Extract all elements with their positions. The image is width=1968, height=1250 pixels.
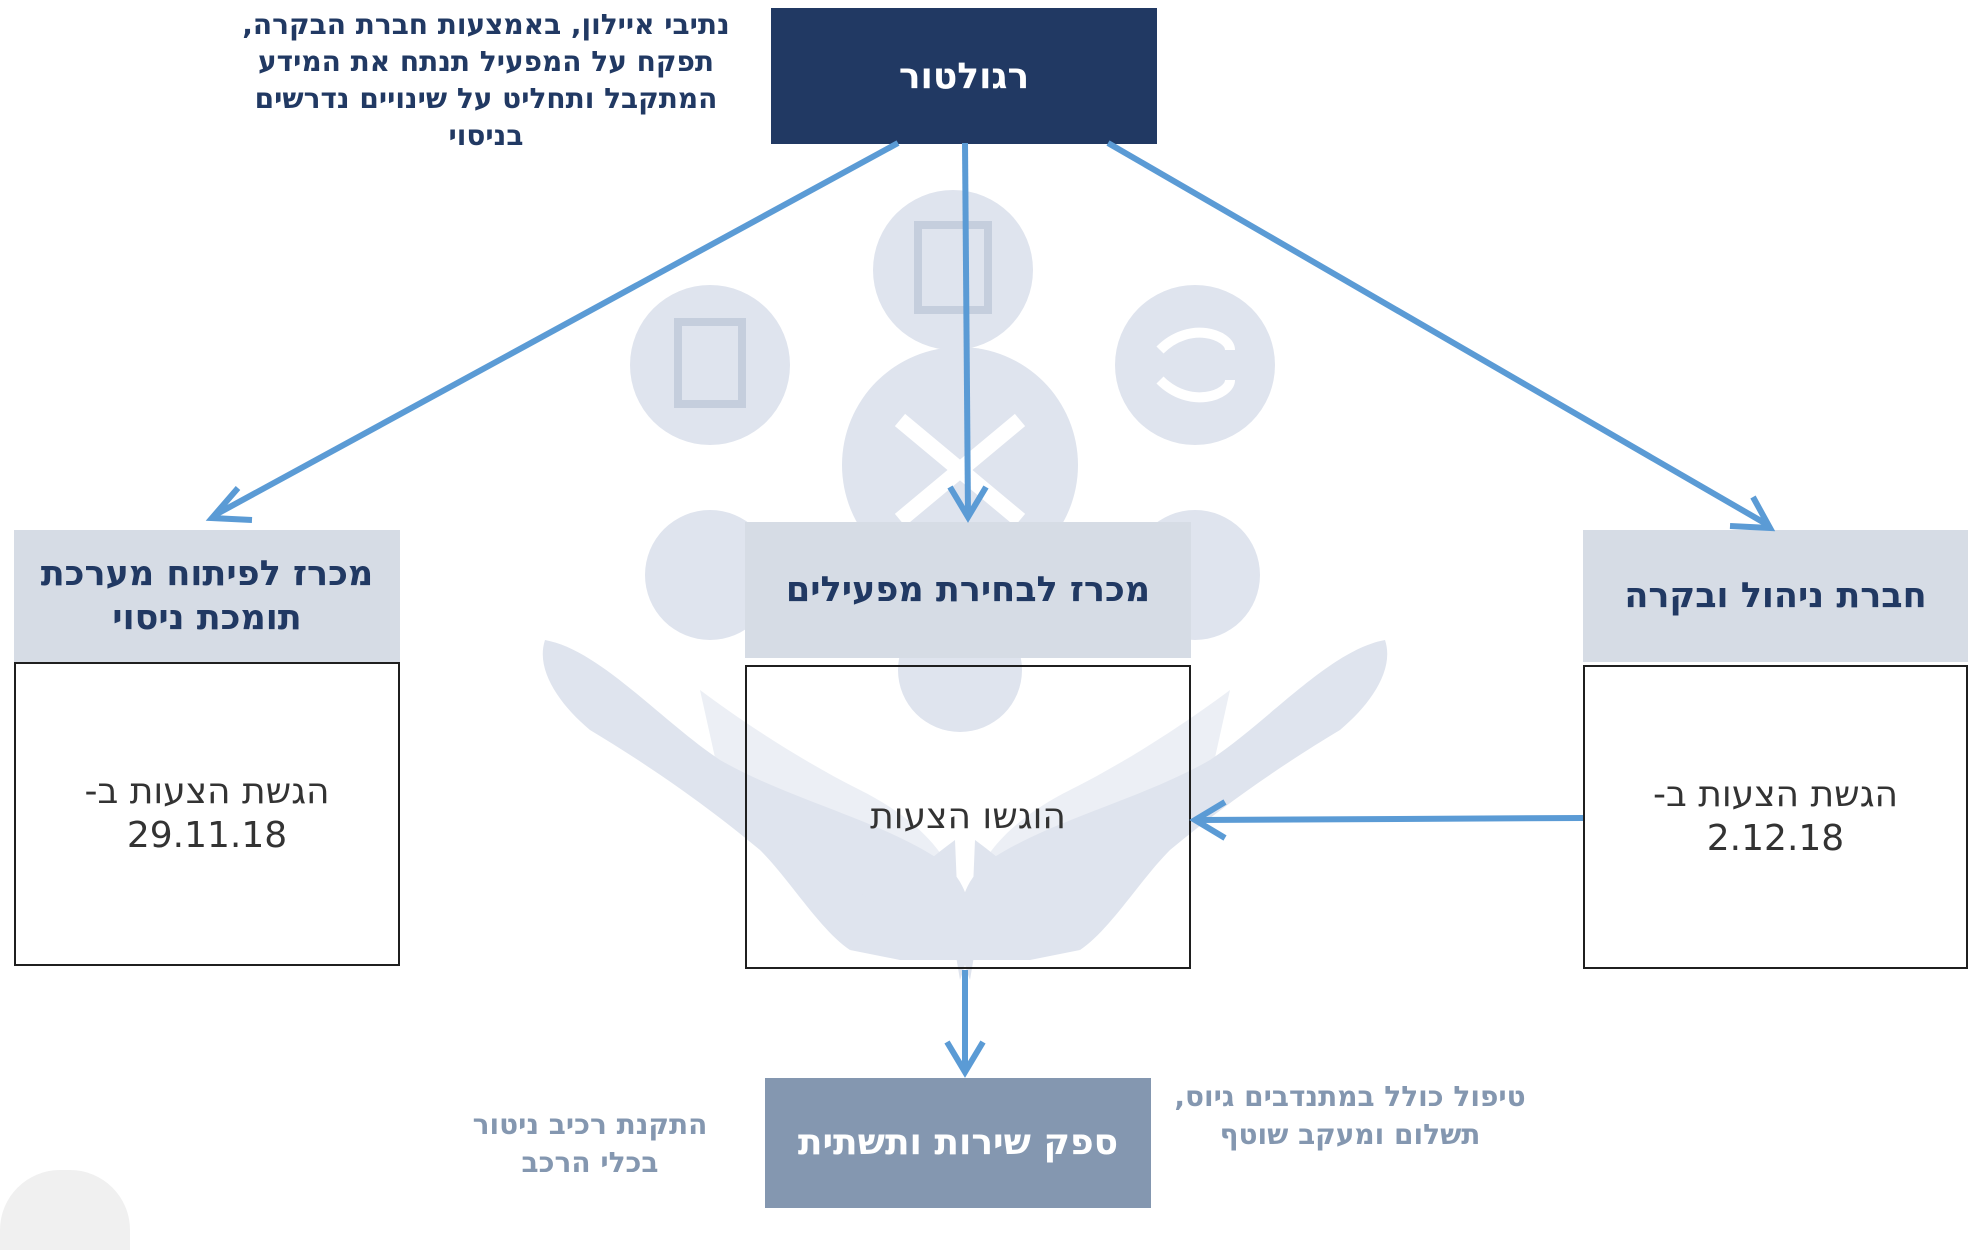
certificate-icon <box>873 190 1033 350</box>
service-right-note: טיפול כולל במתנדבים גיוס, תשלום ומעקב שו… <box>1174 1080 1526 1151</box>
service-provider-box: ספק שירות ותשתית <box>765 1078 1151 1208</box>
tender-body-right-line2: 2.12.18 <box>1706 818 1845 859</box>
tender-body-left: הגשת הצעות ב- 29.11.18 <box>14 662 400 966</box>
hands-illustration <box>542 640 1388 980</box>
tender-body-left-line1: הגשת הצעות ב- <box>84 771 330 812</box>
service-provider-title: ספק שירות ותשתית <box>797 1122 1119 1163</box>
tender-header-left: מכרז לפיתוח מערכת תומכת ניסוי <box>14 530 400 662</box>
tender-body-middle-line1: הוגשו הצעות <box>870 796 1066 837</box>
service-left-note: התקנת רכיב ניטור בכלי הרכב <box>472 1108 708 1179</box>
tender-body-left-line2: 29.11.18 <box>126 815 288 856</box>
regulator-note: נתיבי איילון, באמצעות חברת הבקרה, תפקח ע… <box>242 8 730 152</box>
regulator-box: רגולטור <box>771 8 1157 144</box>
tender-header-middle: מכרז לבחירת מפעילים <box>745 522 1191 658</box>
tender-header-right: חברת ניהול ובקרה <box>1583 530 1968 662</box>
tender-header-left-label: מכרז לפיתוח מערכת תומכת ניסוי <box>40 554 374 638</box>
tender-body-right-line1: הגשת הצעות ב- <box>1652 774 1899 815</box>
tender-body-middle: הוגשו הצעות <box>745 665 1191 969</box>
regulator-title: רגולטור <box>898 55 1030 97</box>
user-cycle-icon <box>645 510 775 640</box>
exchange-arrows-icon <box>1115 285 1275 445</box>
tender-body-right: הגשת הצעות ב- 2.12.18 <box>1583 665 1968 969</box>
shield-document-icon <box>630 285 790 445</box>
tender-header-right-label: חברת ניהול ובקרה <box>1624 576 1927 616</box>
tender-header-middle-label: מכרז לבחירת מפעילים <box>785 570 1151 610</box>
